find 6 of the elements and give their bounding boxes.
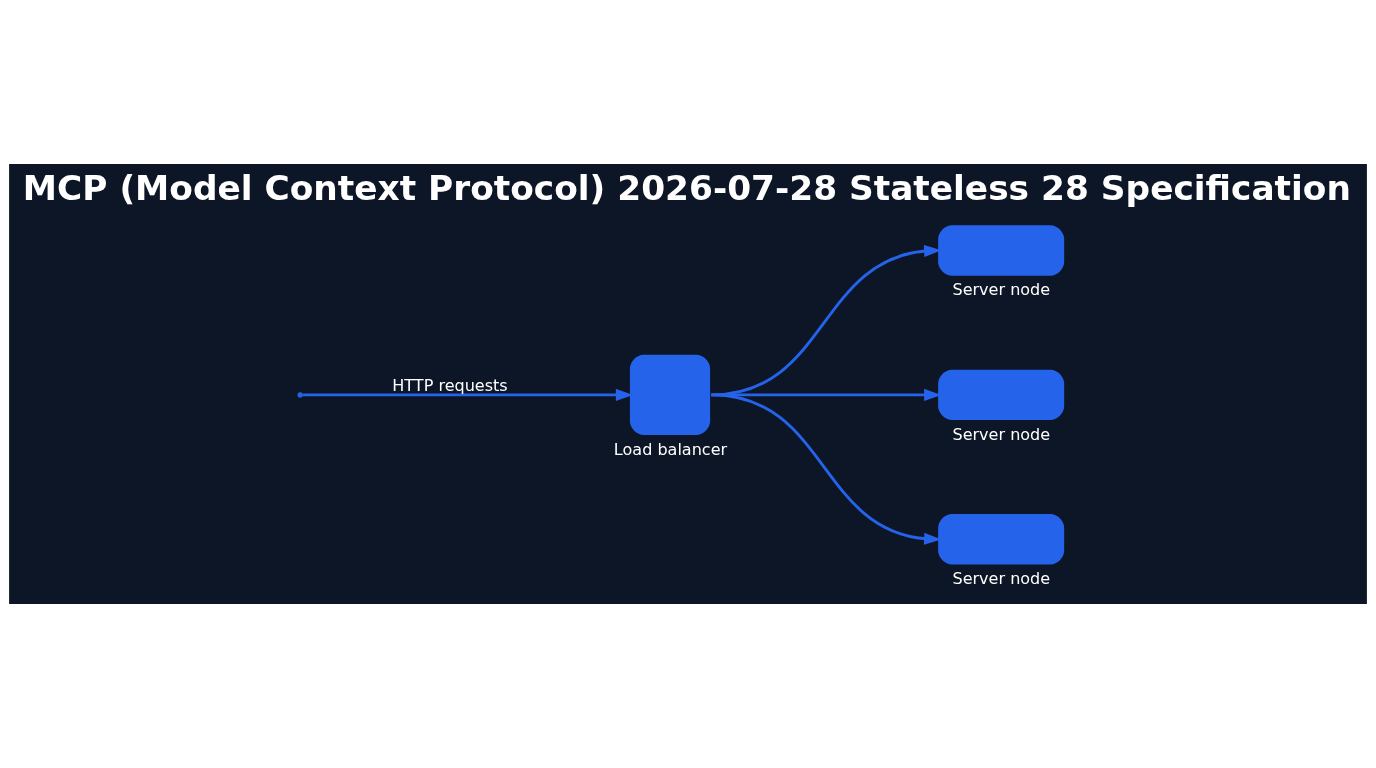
edge-label: HTTP requests	[392, 375, 508, 395]
diagram-title: MCP (Model Context Protocol) 2026-07-28 Stateless 28 Specification	[22, 167, 1351, 208]
node-label: Load balancer	[613, 439, 728, 459]
node-label: Server node	[952, 424, 1051, 444]
node-label: Server node	[952, 569, 1051, 589]
node-label: Server node	[952, 280, 1051, 300]
